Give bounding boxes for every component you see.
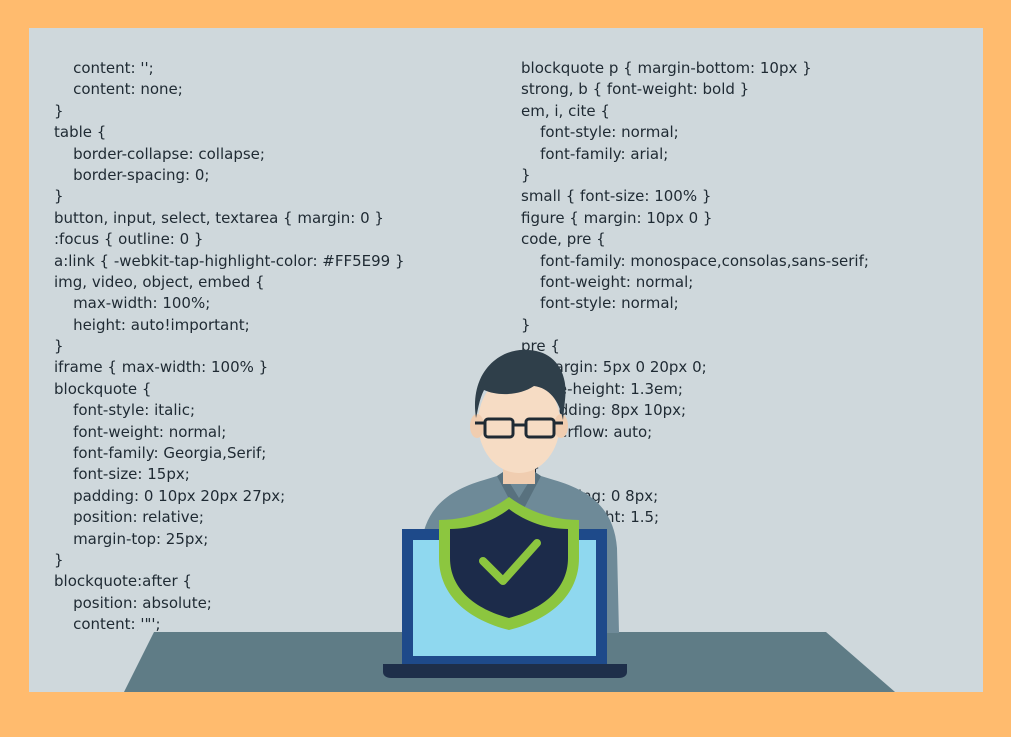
code-line: content: none; bbox=[54, 80, 183, 99]
code-line: font-family: monospace,consolas,sans-ser… bbox=[521, 251, 869, 270]
developer-scene bbox=[124, 349, 895, 692]
code-line: } bbox=[54, 101, 64, 120]
code-line: border-spacing: 0; bbox=[54, 165, 210, 184]
code-line: small { font-size: 100% } bbox=[521, 187, 712, 206]
code-line: font-weight: normal; bbox=[521, 272, 694, 291]
code-line: max-width: 100%; bbox=[54, 294, 211, 313]
code-line: font-style: normal; bbox=[521, 123, 679, 142]
code-line: } bbox=[54, 550, 64, 569]
person-head bbox=[478, 373, 560, 473]
code-line: } bbox=[54, 187, 64, 206]
code-column-left: content: ''; content: none;} table { bord… bbox=[54, 58, 524, 636]
code-line: font-size: 15px; bbox=[54, 465, 190, 484]
code-line: table { bbox=[54, 123, 107, 142]
code-line: content: '"'; bbox=[54, 615, 161, 634]
shield-check-icon bbox=[439, 497, 579, 630]
code-line: font-style: normal; bbox=[521, 294, 679, 313]
code-line: position: absolute; bbox=[54, 593, 212, 612]
code-line: font-family: arial; bbox=[521, 144, 669, 163]
code-line: } bbox=[521, 315, 531, 334]
code-line: font-weight: normal; bbox=[54, 422, 227, 441]
code-line: height: auto!important; bbox=[54, 315, 250, 334]
code-line: button, input, select, textarea { margin… bbox=[54, 208, 384, 227]
illustration-frame: content: ''; content: none;} table { bord… bbox=[29, 28, 983, 692]
code-line: border-collapse: collapse; bbox=[54, 144, 265, 163]
code-line: content: ''; bbox=[54, 59, 154, 77]
laptop-base bbox=[383, 664, 627, 678]
code-line: blockquote { bbox=[54, 379, 152, 398]
person-ear-right bbox=[554, 414, 568, 438]
code-line: code, pre { bbox=[521, 230, 606, 249]
code-line: img, video, object, embed { bbox=[54, 272, 265, 291]
code-line: em, i, cite { bbox=[521, 101, 610, 120]
code-line: } bbox=[54, 337, 64, 356]
glasses-icon bbox=[475, 417, 563, 439]
person-ear-left bbox=[470, 414, 484, 438]
code-line: margin-top: 25px; bbox=[54, 529, 209, 548]
code-line: padding: 0 10px 20px 27px; bbox=[54, 486, 286, 505]
person-hair bbox=[474, 349, 566, 420]
code-line: font-style: italic; bbox=[54, 401, 195, 420]
code-line: a:link { -webkit-tap-highlight-color: #F… bbox=[54, 251, 405, 270]
code-column-right: blockquote p { margin-bottom: 10px } stro… bbox=[521, 58, 981, 636]
code-line: iframe { max-width: 100% } bbox=[54, 358, 269, 377]
code-line: } bbox=[521, 165, 531, 184]
code-line: strong, b { font-weight: bold } bbox=[521, 80, 750, 99]
code-line: blockquote:after { bbox=[54, 572, 192, 591]
code-line: blockquote p { margin-bottom: 10px } bbox=[521, 59, 812, 77]
code-line: font-family: Georgia,Serif; bbox=[54, 444, 267, 463]
code-line: :focus { outline: 0 } bbox=[54, 230, 204, 249]
code-line: figure { margin: 10px 0 } bbox=[521, 208, 713, 227]
code-line: position: relative; bbox=[54, 508, 204, 527]
